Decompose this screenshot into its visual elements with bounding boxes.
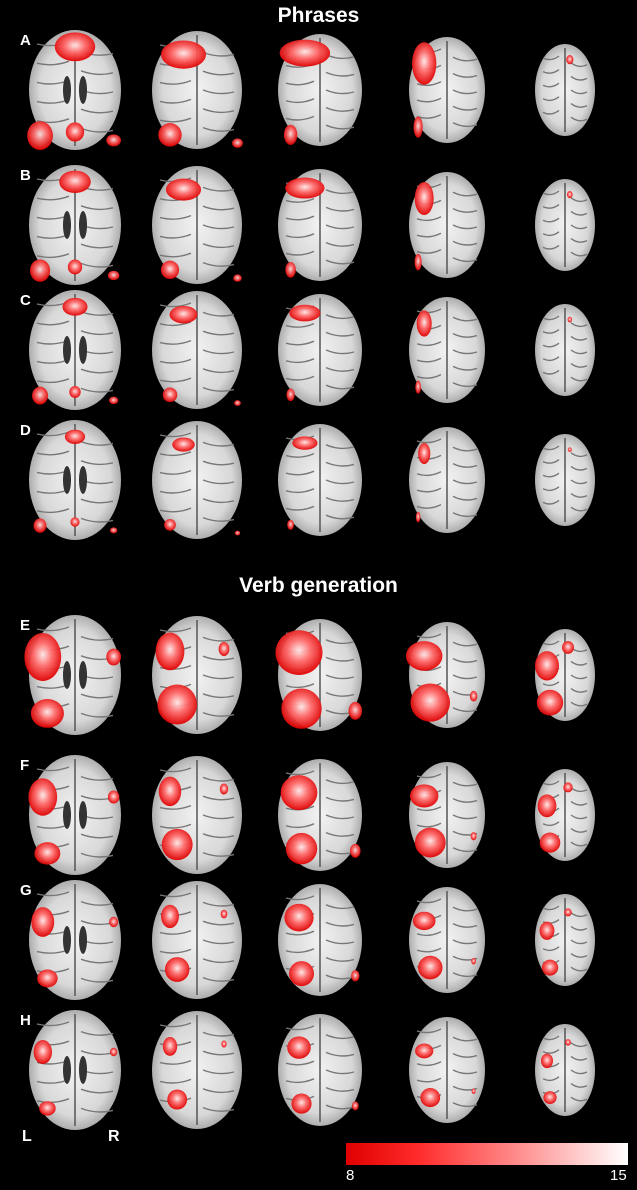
brain-slice-row4-col1 xyxy=(29,420,121,540)
brain-slice-row8-col1 xyxy=(29,1010,121,1130)
brain-slice-row8-col4 xyxy=(409,1017,485,1123)
colorbar-max-label: 15 xyxy=(610,1167,627,1184)
brain-slice-row1-col4 xyxy=(409,37,485,143)
brain-slice-row4-col2 xyxy=(152,421,242,539)
brain-slice-row1-col5 xyxy=(535,44,595,136)
brain-slice-row2-col4 xyxy=(409,172,485,278)
brain-slice-row7-col3 xyxy=(278,884,362,996)
brain-slice-row4-col5 xyxy=(535,434,595,526)
brain-slice-row2-col5 xyxy=(535,179,595,271)
brain-slice-row1-col1 xyxy=(27,30,121,150)
row-label-c: C xyxy=(20,292,31,309)
verb-generation-title: Verb generation xyxy=(239,574,398,597)
brain-slice-row5-col4 xyxy=(405,622,485,728)
brain-slice-row5-col3 xyxy=(275,619,362,731)
colorbar-min-label: 8 xyxy=(346,1167,355,1184)
phrases-title: Phrases xyxy=(277,4,360,27)
brain-slice-row6-col5 xyxy=(535,769,595,861)
brain-slice-row6-col3 xyxy=(278,759,362,871)
brain-slice-row1-col2 xyxy=(152,31,243,149)
brain-slice-row5-col5 xyxy=(535,629,595,721)
orientation-right-label: R xyxy=(108,1128,120,1145)
brain-slice-row5-col1 xyxy=(24,615,121,735)
row-label-d: D xyxy=(20,422,31,439)
brain-slice-row6-col4 xyxy=(409,762,485,868)
row-label-g: G xyxy=(20,882,32,899)
row-label-f: F xyxy=(20,757,30,774)
brain-slice-row3-col4 xyxy=(409,297,485,403)
row-label-e: E xyxy=(20,617,31,634)
brain-slice-row8-col2 xyxy=(152,1011,242,1129)
brain-slice-row8-col5 xyxy=(535,1024,595,1116)
brain-slice-row3-col5 xyxy=(535,304,595,396)
brain-slice-row7-col5 xyxy=(535,894,595,986)
brain-slice-row2-col1 xyxy=(29,165,121,285)
brain-slice-row8-col3 xyxy=(278,1014,362,1126)
brain-slice-row3-col2 xyxy=(152,291,242,409)
brain-slice-row6-col1 xyxy=(28,755,121,875)
brain-slice-row4-col4 xyxy=(409,427,485,533)
row-label-h: H xyxy=(20,1012,31,1029)
brain-slice-row2-col3 xyxy=(278,169,362,281)
colorbar xyxy=(346,1143,628,1165)
brain-slice-row7-col1 xyxy=(29,880,121,1000)
brain-slice-row7-col2 xyxy=(152,881,242,999)
row-label-a: A xyxy=(20,32,31,49)
brain-slice-row1-col3 xyxy=(278,34,362,146)
brain-slice-row6-col2 xyxy=(152,756,242,874)
row-label-b: B xyxy=(20,167,31,184)
brain-slice-row2-col2 xyxy=(152,166,242,284)
brain-slice-row7-col4 xyxy=(409,887,485,993)
orientation-left-label: L xyxy=(22,1128,32,1145)
brain-slice-row4-col3 xyxy=(278,424,362,536)
brain-slice-row3-col3 xyxy=(278,294,362,406)
brain-slice-row3-col1 xyxy=(29,290,121,410)
brain-slice-row5-col2 xyxy=(152,616,242,734)
